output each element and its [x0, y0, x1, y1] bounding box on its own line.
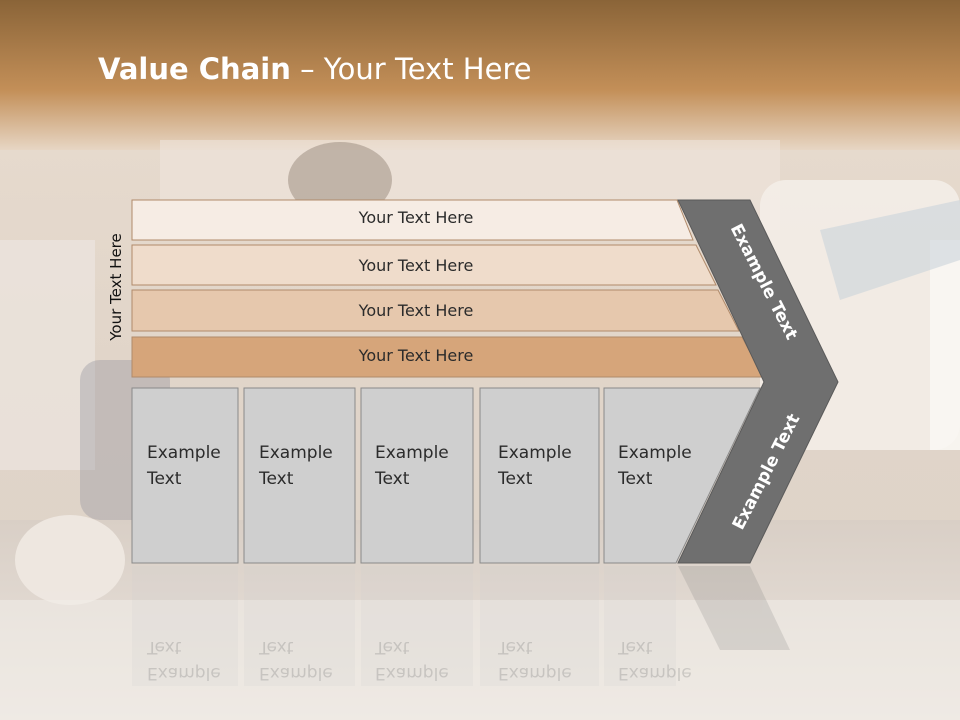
primary-column-3-reflection: Example Text — [375, 637, 449, 683]
primary-column-5-label: Example Text — [618, 443, 692, 489]
support-row-1-label: Your Text Here — [358, 208, 474, 227]
support-row-2 — [131, 244, 717, 286]
primary-column-2-label: Example Text — [259, 443, 333, 489]
margin-chevron — [677, 199, 839, 564]
primary-column-5 — [603, 387, 761, 564]
primary-column-5-reflection: Example Text — [618, 637, 692, 683]
support-row-2-label: Your Text Here — [358, 256, 474, 275]
primary-column-3 — [360, 387, 474, 564]
support-activities-label: Your Text Here — [107, 233, 125, 341]
primary-column-2-reflection: Example Text — [259, 637, 333, 683]
primary-column-2 — [243, 387, 356, 564]
support-row-1 — [131, 199, 694, 241]
primary-column-4-label: Example Text — [498, 443, 572, 489]
primary-column-4 — [479, 387, 600, 564]
primary-column-4-reflection: Example Text — [498, 637, 572, 683]
support-row-3 — [131, 289, 740, 332]
support-row-3-label: Your Text Here — [358, 301, 474, 320]
primary-column-1-label: Example Text — [147, 443, 221, 489]
support-row-4-label: Your Text Here — [358, 346, 474, 365]
page-title: Value Chain – Your Text Here — [98, 52, 532, 86]
primary-column-3-label: Example Text — [375, 443, 449, 489]
primary-column-1 — [131, 387, 239, 564]
primary-column-1-reflection: Example Text — [147, 637, 221, 683]
